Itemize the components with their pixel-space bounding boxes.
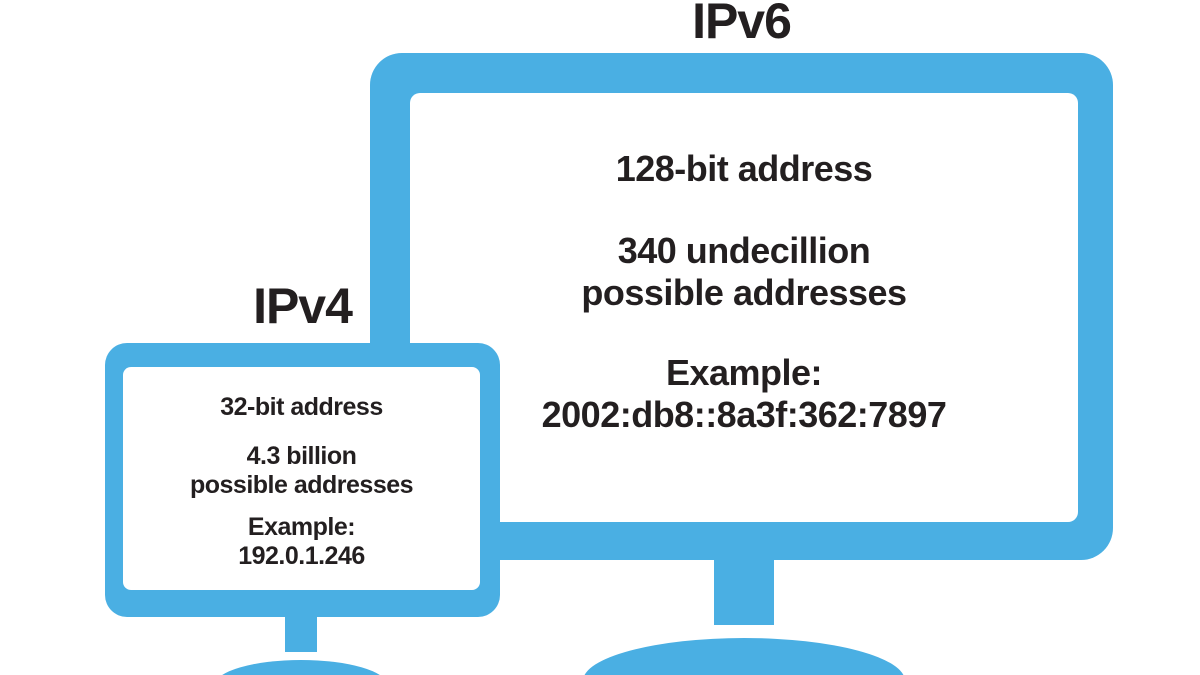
ipv6-example-label: Example:: [665, 352, 823, 393]
ipv6-title: IPv6: [692, 0, 792, 49]
ipv6-monitor-screen: 128-bit address 340 undecillion possible…: [410, 93, 1078, 522]
ipv4-address-count-text-2: possible addresses: [189, 471, 414, 499]
ipv6-monitor-stand-base: [583, 638, 905, 675]
ipv6-monitor-stand-neck: [714, 560, 774, 625]
ipv6-example-address: 2002:db8::8a3f:362:7897: [541, 394, 947, 435]
ipv4-bit-address-text: 32-bit address: [220, 393, 383, 421]
ipv4-monitor-stand-neck: [285, 617, 317, 652]
ipv4-title: IPv4: [253, 278, 353, 334]
ipv6-address-count-text: 340 undecillion: [617, 230, 871, 271]
ipv4-example-address: 192.0.1.246: [238, 542, 365, 570]
ipv6-bit-address-text: 128-bit address: [615, 148, 873, 189]
ipv4-monitor-stand-base: [215, 660, 387, 675]
ipv6-address-count-text-2: possible addresses: [581, 272, 907, 313]
ipv4-address-count-text: 4.3 billion: [246, 442, 357, 470]
ipv4-example-label: Example:: [247, 513, 356, 541]
ipv4-monitor-screen: 32-bit address 4.3 billion possible addr…: [123, 367, 480, 590]
